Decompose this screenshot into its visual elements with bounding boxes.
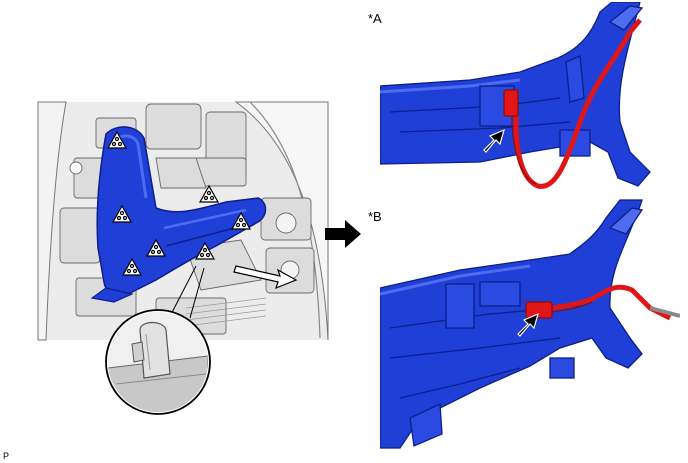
bumper-edge — [37, 101, 67, 341]
pointer-arrow-icon — [517, 312, 539, 337]
clip-triangle-icon — [145, 238, 167, 257]
connector — [503, 89, 519, 117]
blue-duct-part — [380, 199, 644, 449]
connector — [525, 301, 553, 319]
view-a-illustration — [380, 2, 680, 196]
wire-harness — [525, 284, 680, 321]
view-b-illustration — [380, 198, 680, 460]
clip-triangle-icon — [198, 184, 220, 203]
removal-arrow-icon — [233, 265, 298, 290]
clip-triangle-icon — [194, 241, 216, 260]
clip-triangle-icon — [121, 257, 143, 276]
clip-triangle-icon — [230, 211, 252, 230]
view-b-label: *B — [368, 209, 382, 224]
engine-components — [59, 103, 315, 335]
figure-code: P — [3, 451, 10, 461]
clip-detail-inset — [105, 309, 211, 415]
view-a-label: *A — [368, 11, 382, 26]
main-illustration — [36, 98, 336, 420]
clip-triangle-icon — [106, 130, 128, 149]
pointer-arrow-icon — [483, 128, 505, 153]
clip-triangle-icon — [111, 204, 133, 223]
blue-air-guide — [90, 126, 267, 303]
radiator-grille — [185, 297, 267, 327]
clip-markers — [106, 130, 252, 276]
sequence-arrow-icon — [325, 220, 361, 248]
wire-harness — [503, 18, 642, 189]
